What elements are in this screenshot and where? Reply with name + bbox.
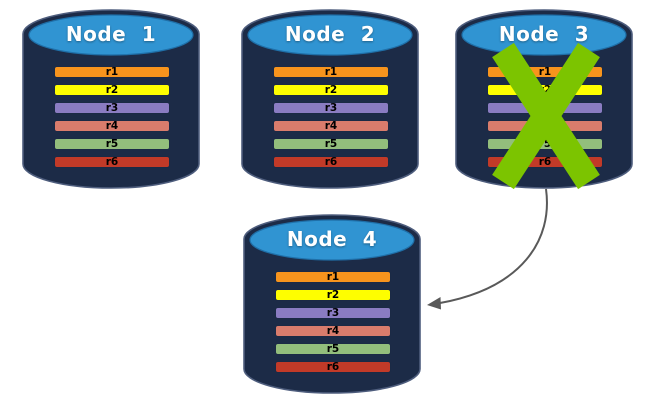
replica-bar-r5: r5 <box>273 138 389 150</box>
db-node-3: Node 3 r1 r2 r3 r4 r5 r6 <box>455 7 633 191</box>
replica-bar-r1: r1 <box>275 271 391 283</box>
replica-bar-r1: r1 <box>54 66 170 78</box>
cylinder-top <box>247 14 413 56</box>
replica-bar-r1: r1 <box>273 66 389 78</box>
replica-bar-r6: r6 <box>275 361 391 373</box>
replica-bar-r3: r3 <box>54 102 170 114</box>
node-title: Node 2 <box>284 22 376 46</box>
arrow-path <box>439 188 548 304</box>
db-node-2: Node 2 r1 r2 r3 r4 r5 r6 <box>241 7 419 191</box>
cylinder-top <box>249 219 415 261</box>
cylinder-top <box>28 14 194 56</box>
db-node-1: Node 1 r1 r2 r3 r4 r5 r6 <box>22 7 200 191</box>
replica-list: r1 r2 r3 r4 r5 r6 <box>54 66 170 168</box>
cylinder-top <box>461 14 627 56</box>
db-node-4: Node 4 r1 r2 r3 r4 r5 r6 <box>243 212 421 396</box>
failure-x-icon <box>492 42 600 190</box>
replica-bar-r2: r2 <box>273 84 389 96</box>
node-title: Node 4 <box>286 227 378 251</box>
replica-bar-r6: r6 <box>54 156 170 168</box>
replica-list: r1 r2 r3 r4 r5 r6 <box>275 271 391 373</box>
node-title: Node 3 <box>498 22 590 46</box>
replica-bar-r3: r3 <box>275 307 391 319</box>
x-stroke-2 <box>492 42 600 190</box>
replica-bar-r5: r5 <box>275 343 391 355</box>
replica-bar-r5: r5 <box>54 138 170 150</box>
replica-bar-r2: r2 <box>54 84 170 96</box>
replica-bar-r4: r4 <box>54 120 170 132</box>
replica-list: r1 r2 r3 r4 r5 r6 <box>273 66 389 168</box>
replica-bar-r4: r4 <box>275 325 391 337</box>
node-title: Node 1 <box>65 22 157 46</box>
arrow-head-icon <box>427 297 441 310</box>
replica-bar-r2: r2 <box>275 289 391 301</box>
replica-bar-r6: r6 <box>273 156 389 168</box>
replica-bar-r4: r4 <box>273 120 389 132</box>
replica-bar-r3: r3 <box>273 102 389 114</box>
